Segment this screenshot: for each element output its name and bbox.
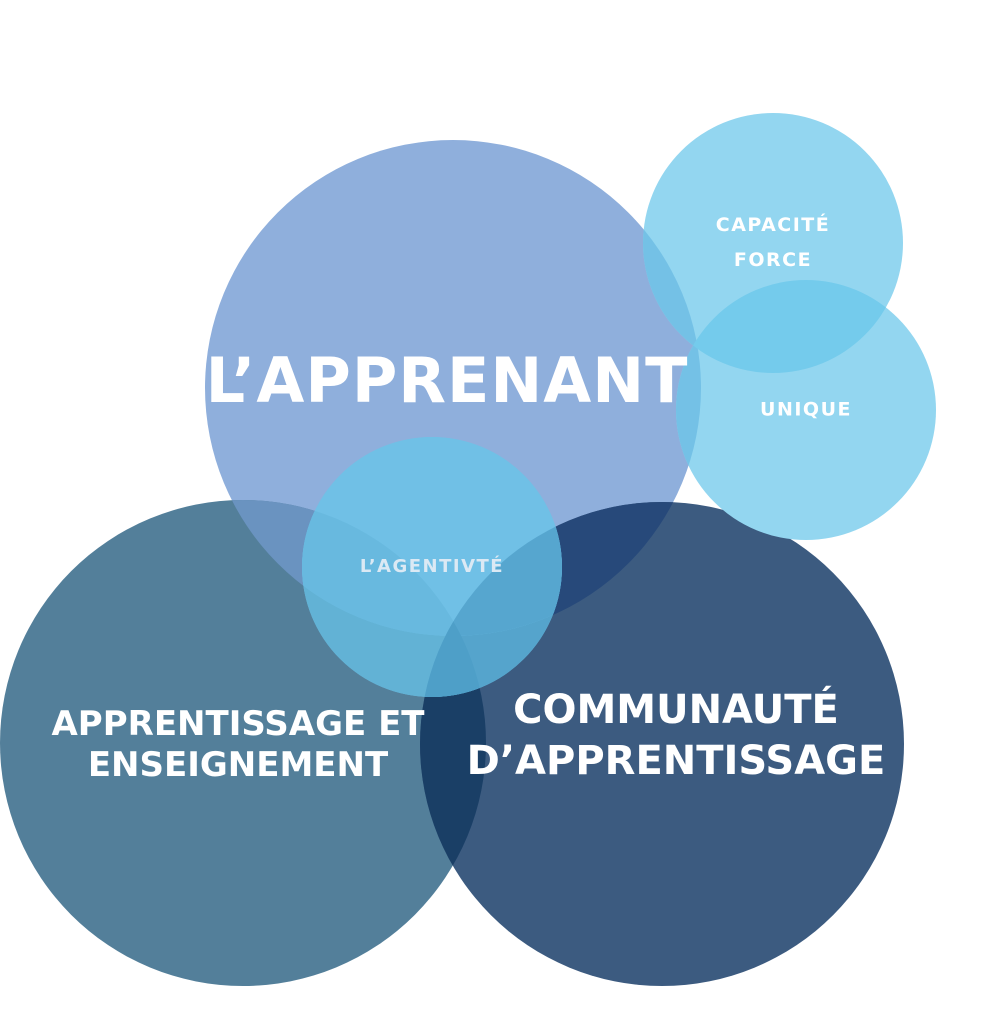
label-apprentissage-line2: ENSEIGNEMENT	[87, 745, 389, 785]
label-agentivite: L’AGENTIVTÉ	[359, 556, 505, 578]
label-capacite: CAPACITÉ FORCE	[716, 208, 831, 278]
label-communaute-line1: COMMUNAUTÉ	[513, 686, 839, 733]
label-capacite-line2: FORCE	[733, 249, 813, 271]
label-communaute-line2: D’APPRENTISSAGE	[466, 738, 886, 784]
label-unique: UNIQUE	[760, 398, 852, 421]
label-apprenant: L’APPRENANT	[205, 343, 689, 417]
label-apprentissage-line1: APPRENTISSAGE ET	[51, 704, 425, 745]
label-communaute: COMMUNAUTÉ D’APPRENTISSAGE	[467, 685, 886, 787]
label-capacite-line1: CAPACITÉ	[715, 213, 831, 236]
label-apprentissage: APPRENTISSAGE ET ENSEIGNEMENT	[51, 704, 424, 786]
